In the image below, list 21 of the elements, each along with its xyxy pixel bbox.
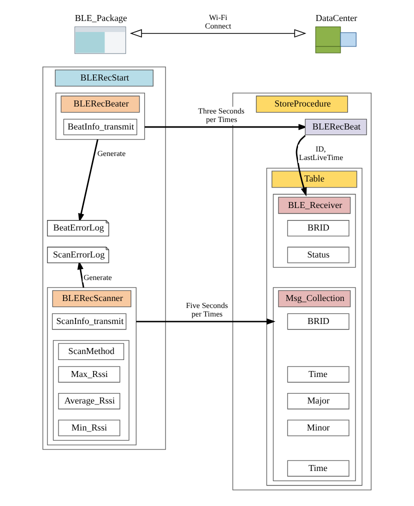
arrow bbox=[78, 139, 98, 222]
node-box: ScanInfo_transmit bbox=[52, 313, 126, 330]
node-box: Major bbox=[287, 393, 350, 410]
arrow bbox=[296, 134, 307, 196]
node-label: BLE_Package bbox=[74, 13, 128, 24]
arrow bbox=[144, 124, 308, 130]
node-label: DataCenter bbox=[316, 13, 358, 24]
node-box: Time bbox=[287, 366, 350, 383]
node-box: Average_Rssi bbox=[58, 393, 120, 410]
node-box: BLERecBeat bbox=[304, 118, 367, 136]
arrow bbox=[130, 29, 306, 38]
arrow bbox=[136, 318, 276, 325]
node-box: Min_Rssi bbox=[58, 420, 120, 436]
node-box: BRID bbox=[287, 220, 350, 236]
arrow bbox=[77, 260, 84, 288]
node-box: BeatInfo_transmit bbox=[63, 118, 138, 136]
node-box: Max_Rssi bbox=[58, 366, 120, 383]
node-box: Status bbox=[287, 246, 350, 264]
node-box: BRID bbox=[287, 313, 350, 330]
node-box: Time bbox=[287, 460, 350, 477]
node-box: Minor bbox=[287, 420, 350, 436]
